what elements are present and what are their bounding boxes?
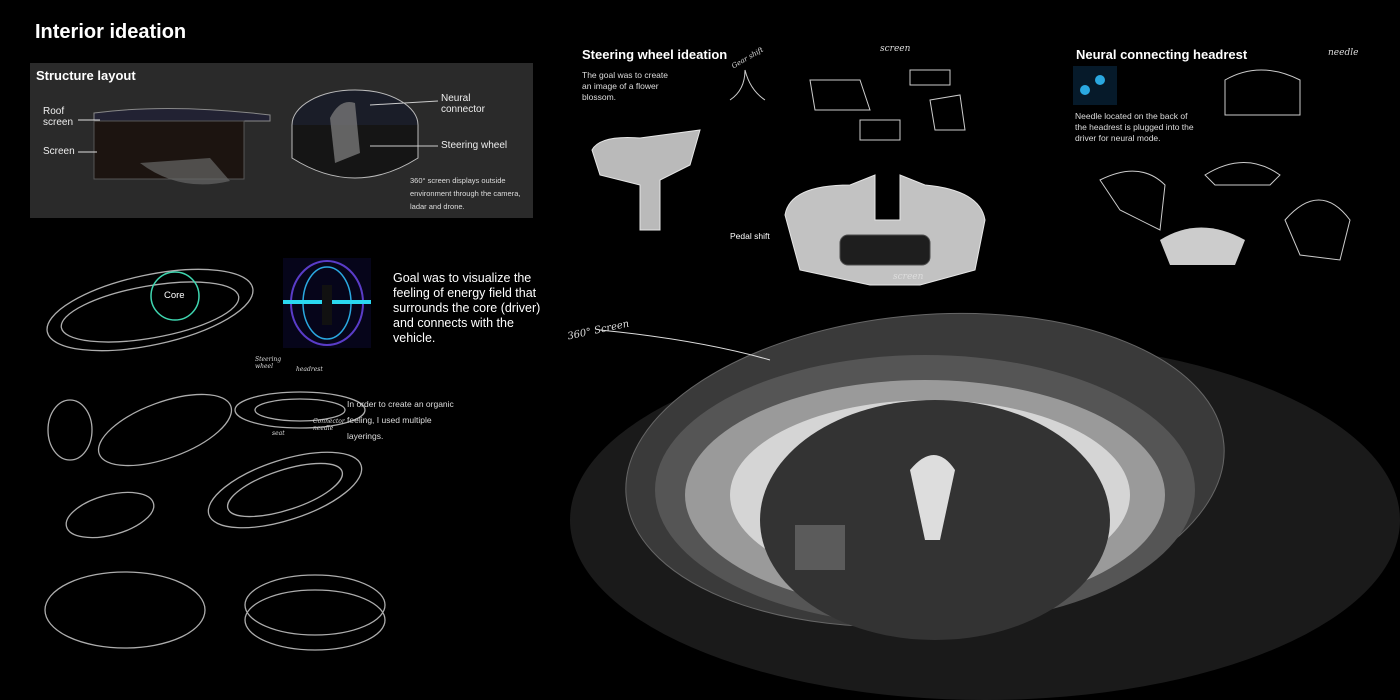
core-ring (150, 271, 200, 321)
needle-label: needle (1328, 48, 1359, 58)
structure-note: 360° screen displays outside environment… (410, 176, 521, 211)
sketch-label-steering: Steering wheel (255, 356, 282, 370)
page-title: Interior ideation (35, 21, 187, 43)
label-steering-wheel: Steering wheel (441, 140, 508, 151)
screen-leader-line (599, 329, 771, 361)
label-neural-connector: Neural connector (441, 93, 485, 115)
goal-text: Goal was to visualize the feeling of ene… (393, 271, 541, 345)
sketch-label-connector: Connector needle (313, 418, 345, 432)
steering-title: Steering wheel ideation (582, 47, 728, 62)
structure-diagram (78, 89, 439, 185)
headrest-desc: Needle located on the back of the headre… (1075, 111, 1194, 143)
screen-bottom-label: screen (893, 272, 924, 282)
interior-render (570, 312, 1400, 700)
structure-layout-panel: Structure layout Roof screen Screen Neur… (30, 63, 533, 218)
headrest-title: Neural connecting headrest (1076, 47, 1248, 62)
headrest-render (1160, 227, 1245, 265)
core-label: Core (164, 290, 185, 301)
sketch-label-seat: seat (272, 430, 285, 437)
line-sketches (729, 69, 1351, 261)
organic-text: In order to create an organic feeling, I… (347, 399, 454, 441)
label-screen: Screen (43, 146, 75, 157)
sketch-label-headrest: headrest (296, 366, 323, 373)
steering-wheel-renders (591, 129, 986, 286)
structure-title: Structure layout (36, 68, 136, 83)
label-roof-screen: Roof screen (43, 106, 74, 128)
neural-image (1073, 66, 1117, 105)
pedal-shift-label: Pedal shift (730, 231, 770, 241)
energy-field-image (283, 258, 371, 348)
steering-desc: The goal was to create an image of a flo… (582, 70, 668, 102)
screen-top-label: screen (880, 44, 911, 54)
